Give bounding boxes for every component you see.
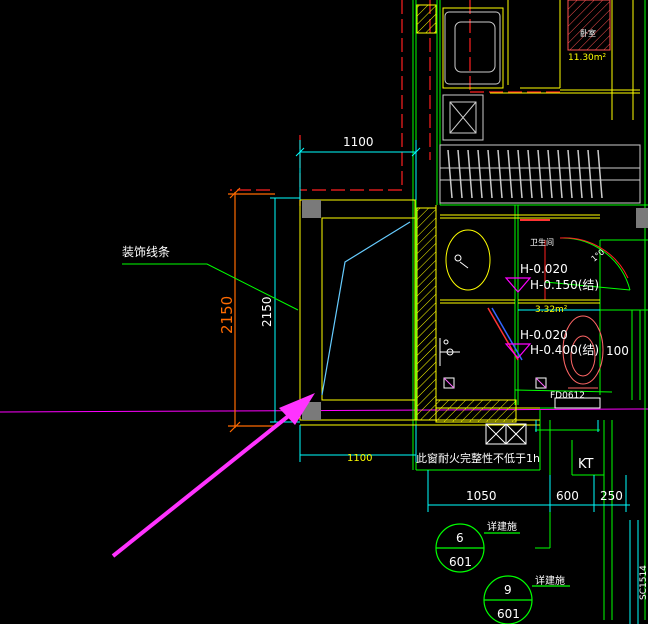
level-h0020-a: H-0.020 <box>520 262 568 276</box>
detail-9-num: 9 <box>504 583 512 597</box>
area-332: 3.32m² <box>535 305 568 315</box>
dim-100: 100 <box>606 344 629 358</box>
detail-9-sheet: 601 <box>497 607 520 621</box>
decor-light-line <box>321 221 411 396</box>
level-triangle-2 <box>504 343 532 359</box>
floor-slope <box>487 307 523 361</box>
hatched-wall-bottom <box>435 399 517 423</box>
detail-6-num: 6 <box>456 531 464 545</box>
dim-top-1100: 1100 <box>343 135 374 149</box>
dim-600: 600 <box>556 489 579 503</box>
decor-label-leader <box>122 263 299 311</box>
right-edge-code: SC1514 <box>639 565 648 600</box>
door-swing <box>544 237 629 300</box>
hatched-wall-top <box>416 4 437 34</box>
level-h0020-b: H-0.020 <box>520 328 568 342</box>
kt-label: KT <box>578 457 594 472</box>
level-h0400: H-0.400(结) <box>530 343 599 357</box>
floor-drains <box>443 377 547 389</box>
see-arch-2: 详建施 <box>535 574 565 587</box>
orange-dimension <box>228 187 275 433</box>
axis-line-horizontal <box>0 408 648 413</box>
dimension-lines <box>270 140 639 624</box>
hatched-wall-vertical <box>416 207 437 421</box>
level-triangle-1 <box>504 277 532 293</box>
detail-6-sheet: 601 <box>449 555 472 569</box>
grey-block <box>636 208 648 228</box>
window-fire-note: 此窗耐火完整性不低于1h <box>416 451 540 465</box>
dim-1050: 1050 <box>466 489 497 503</box>
dim-250: 250 <box>600 489 623 503</box>
hatched-column <box>567 0 611 51</box>
level-h0150: H-0.150(结) <box>530 278 599 292</box>
door-fd <box>554 397 601 409</box>
wardrobe-hangers <box>447 149 603 199</box>
door-fd0612: FD0612 <box>550 391 585 401</box>
dim-left-2150-white: 2150 <box>260 296 274 327</box>
see-arch-1: 详建施 <box>487 520 517 533</box>
area-bedroom: 11.30m² <box>568 53 607 63</box>
dim-left-2150-orange: 2150 <box>218 296 236 334</box>
detail-callouts <box>435 523 570 624</box>
magenta-arrow <box>111 393 315 558</box>
decor-label: 装饰线条 <box>122 245 170 259</box>
room-bedroom: 卧室 <box>580 28 596 38</box>
room-toilet: 卫生间 <box>530 237 554 247</box>
bathroom-fixtures <box>439 229 604 389</box>
dim-bottom-1100: 1100 <box>347 453 372 464</box>
fire-window-symbol <box>485 423 527 445</box>
column-top-left <box>302 200 321 218</box>
column-bottom-left <box>302 402 321 420</box>
